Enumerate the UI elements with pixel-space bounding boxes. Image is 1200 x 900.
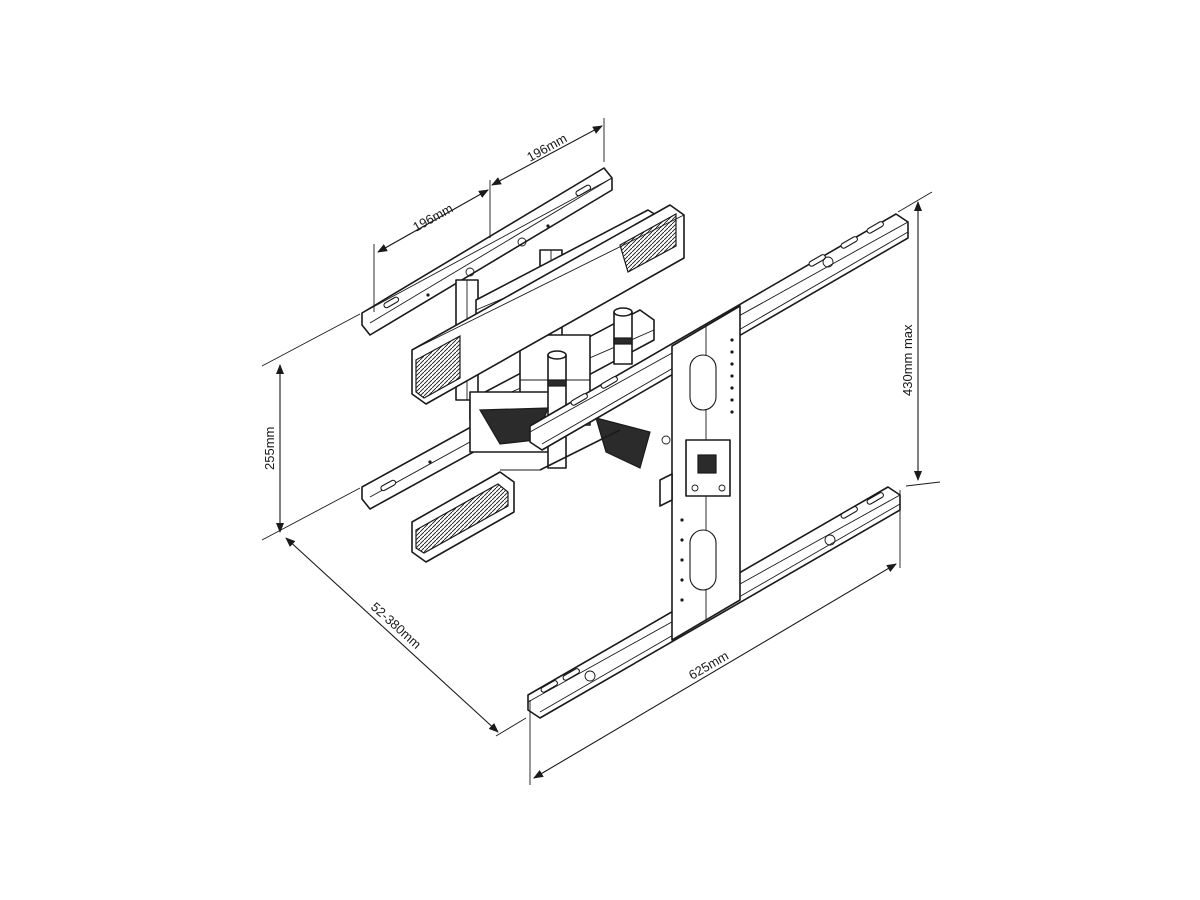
arm-cap-lower — [411, 471, 515, 563]
articulating-arms — [411, 204, 685, 563]
dim-label-wall-plate-height: 255mm — [262, 427, 277, 470]
tv-center-bracket — [659, 305, 741, 641]
dim-label-arm-spacing-left: 196mm — [410, 200, 455, 234]
dim-label-max-vertical: 430mm max — [900, 324, 915, 396]
pivot-cylinder — [547, 350, 567, 416]
dimension-lines — [261, 118, 941, 785]
pivot-cylinder — [613, 307, 633, 365]
dim-label-extension: 52-380mm — [368, 599, 424, 652]
arm-cap-upper — [411, 204, 685, 405]
